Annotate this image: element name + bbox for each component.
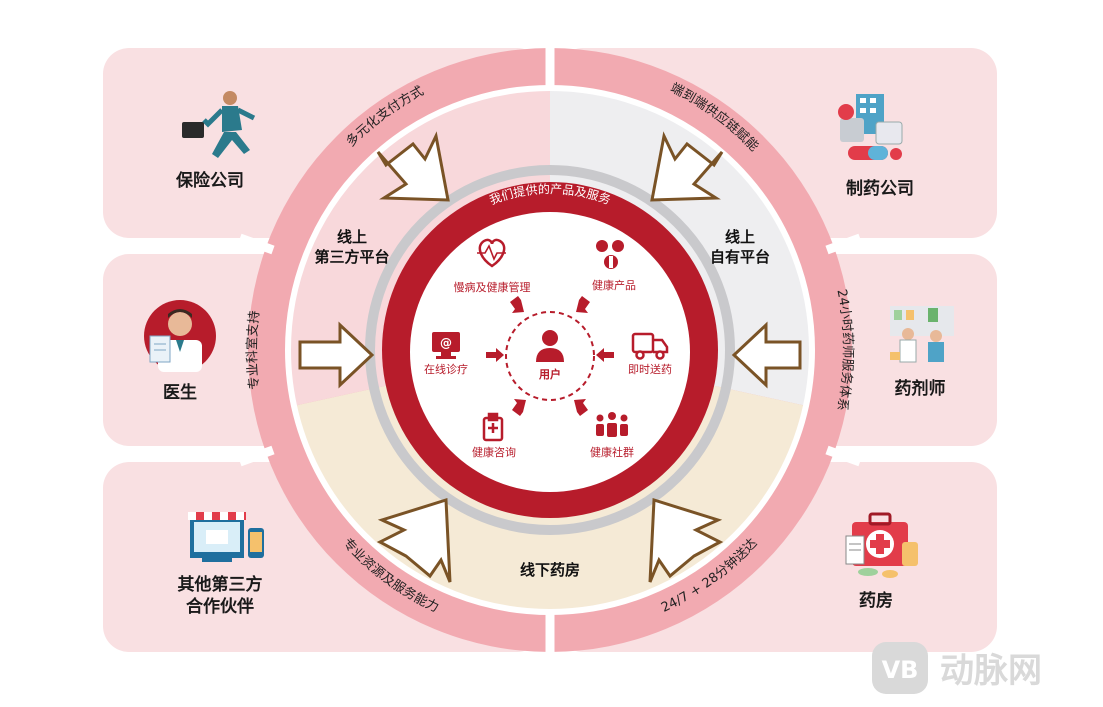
watermark-logo: VB xyxy=(882,656,919,684)
label-pharma: 制药公司 xyxy=(846,179,914,199)
service-health-advice: 健康咨询 xyxy=(472,445,516,459)
user-icon xyxy=(536,330,564,362)
label-doctor: 医生 xyxy=(163,383,197,403)
inner-ring-border xyxy=(285,85,815,615)
platform-third-party-line2: 第三方平台 xyxy=(314,248,389,266)
ring-label-right: 24小时药师服务体系 xyxy=(833,288,854,412)
svg-text:@: @ xyxy=(440,336,452,350)
platform-own-line1: 线上 xyxy=(725,228,755,246)
monitor-icon: @ xyxy=(432,332,460,359)
inbound-arrows xyxy=(298,131,802,583)
pharmacists-icon xyxy=(890,306,954,363)
watermark-text: 动脉网 xyxy=(940,651,1042,691)
service-chronic-care: 慢病及健康管理 xyxy=(454,280,531,294)
label-partners-line2: 合作伙伴 xyxy=(186,597,254,617)
clipboard-icon xyxy=(482,412,504,442)
service-arrows xyxy=(486,296,614,416)
online-shop-icon xyxy=(188,512,264,562)
doctor-icon xyxy=(144,300,216,372)
pills-icon xyxy=(596,240,624,269)
service-instant-delivery: 即时送药 xyxy=(628,362,672,376)
businessman-briefcase-icon xyxy=(182,91,256,158)
platform-offline: 线下药房 xyxy=(520,561,580,579)
delivery-truck-icon xyxy=(631,332,669,360)
hospital-pills-icon xyxy=(838,94,903,160)
ring-separators xyxy=(238,40,862,660)
circulation-arc xyxy=(365,165,735,535)
service-health-community: 健康社群 xyxy=(590,445,634,459)
label-pharmacist: 药剂师 xyxy=(894,379,946,399)
label-insurance: 保险公司 xyxy=(176,171,244,191)
community-icon xyxy=(596,412,628,437)
watermark: VB 动脉网 xyxy=(872,642,1042,694)
heart-pulse-icon xyxy=(477,238,506,268)
service-online-consult: 在线诊疗 xyxy=(424,362,468,376)
user-dashed-circle xyxy=(505,311,595,401)
platform-third-party-line1: 线上 xyxy=(337,228,367,246)
user-label: 用户 xyxy=(539,367,561,381)
platform-own-line2: 自有平台 xyxy=(710,248,770,266)
label-pharmacy: 药房 xyxy=(859,591,893,611)
service-health-products: 健康产品 xyxy=(592,278,636,292)
label-partners-line1: 其他第三方 xyxy=(177,575,263,595)
first-aid-kit-icon xyxy=(845,512,918,578)
